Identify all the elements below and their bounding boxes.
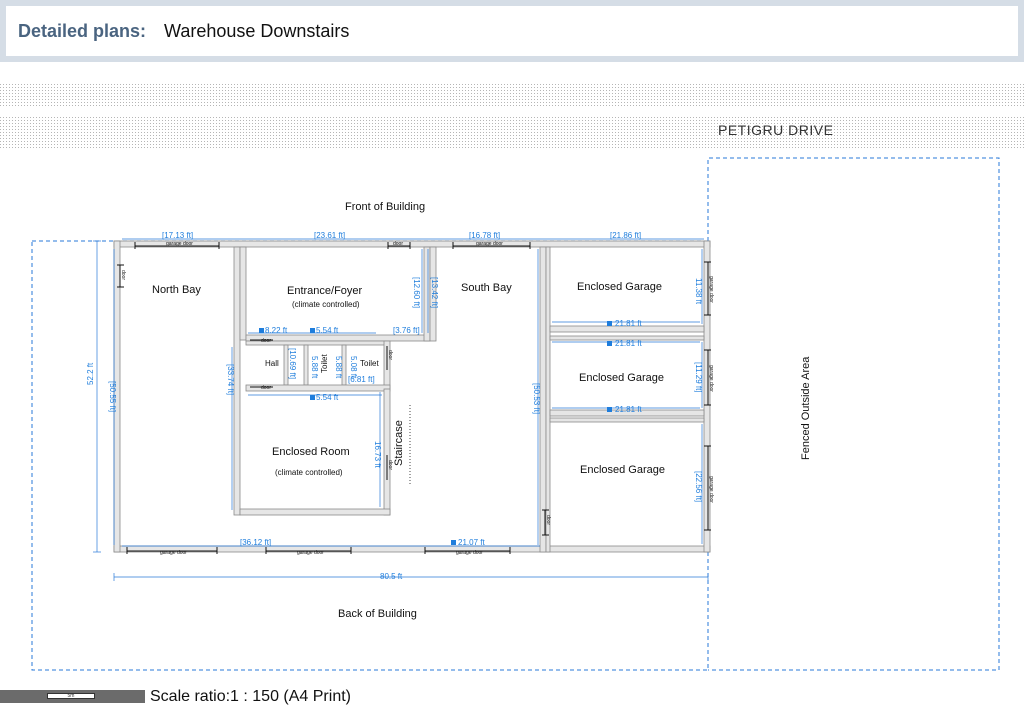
room-label-garage-3: Enclosed Garage xyxy=(580,464,665,476)
dimension-label: [36.12 ft] xyxy=(240,538,271,547)
street-name: PETIGRU DRIVE xyxy=(718,122,833,138)
front-label: Front of Building xyxy=(345,201,425,213)
door-label: door xyxy=(387,350,393,360)
dimension-label: [16.78 ft] xyxy=(469,231,500,240)
room-label-enclosed-room-sub: (climate controlled) xyxy=(275,468,343,477)
room-label-north-bay: North Bay xyxy=(152,284,201,296)
dimension-label: [22.56 ft] xyxy=(694,471,703,502)
room-label-staircase: Staircase xyxy=(393,420,405,466)
door-markers xyxy=(117,242,711,554)
dimension-label: [12.60 ft] xyxy=(412,277,421,308)
room-label-south-bay: South Bay xyxy=(461,282,512,294)
door-label: door xyxy=(261,338,271,344)
door-label: garage door xyxy=(166,241,193,247)
dimension-label: 5.88 ft xyxy=(334,356,343,379)
dimension-label: [10.69 ft] xyxy=(288,348,297,379)
dimension-label: 80.5 ft xyxy=(380,572,403,581)
dimension-label: 8.22 ft xyxy=(265,326,288,335)
page-title: Warehouse Downstairs xyxy=(164,21,350,41)
scale-ratio-text: Scale ratio:1 : 150 (A4 Print) xyxy=(150,688,351,705)
dimension-label: [33.74 ft] xyxy=(226,364,235,395)
walls xyxy=(113,240,711,553)
lock-icon xyxy=(607,321,612,326)
dimension-lines xyxy=(93,238,709,581)
door-label: door xyxy=(393,241,403,247)
dimension-label: 21.81 ft xyxy=(615,405,642,414)
door-label: door xyxy=(120,270,126,280)
room-label-enclosed-room: Enclosed Room xyxy=(272,446,350,458)
dimension-label: 5.54 ft xyxy=(316,326,339,335)
outside-area-label: Fenced Outside Area xyxy=(800,356,812,460)
door-label: garage door xyxy=(476,241,503,247)
lock-icon xyxy=(607,407,612,412)
door-label: door xyxy=(261,385,271,391)
dimension-label: 5.08 ft xyxy=(349,356,358,379)
room-label-toilet-2: Toilet xyxy=(360,359,379,368)
dimension-label: 21.81 ft xyxy=(615,319,642,328)
door-label: garage door xyxy=(708,276,714,303)
dimension-label: 5.88 ft xyxy=(310,356,319,379)
room-label-entrance: Entrance/Foyer xyxy=(287,285,363,297)
dimension-label: 21.81 ft xyxy=(615,339,642,348)
door-label: garage door xyxy=(708,476,714,503)
lock-icon xyxy=(607,341,612,346)
lock-icons xyxy=(259,321,612,545)
room-label-toilet-1: Toilet xyxy=(320,354,329,373)
dimension-label: 21.07 ft xyxy=(458,538,485,547)
door-label: garage door xyxy=(708,365,714,392)
dimension-label: [50.55 ft] xyxy=(108,381,117,412)
room-label-entrance-sub: (climate controlled) xyxy=(292,300,360,309)
header-label: Detailed plans: xyxy=(18,21,147,41)
dimension-label: 5.54 ft xyxy=(316,393,339,402)
header-box: Detailed plans: Warehouse Downstairs xyxy=(6,6,1018,56)
dimension-label: [3.76 ft] xyxy=(393,326,420,335)
dimension-label: 16.73 ft xyxy=(373,441,382,468)
scale-bar: 5m xyxy=(0,690,145,703)
back-label: Back of Building xyxy=(338,608,417,620)
door-label: garage door xyxy=(297,550,324,556)
room-label-hall: Hall xyxy=(265,359,279,368)
lock-icon xyxy=(259,328,264,333)
dimension-label: 52.2 ft xyxy=(86,362,95,385)
door-label: door xyxy=(545,515,551,525)
lock-icon xyxy=(310,395,315,400)
dimension-label: [6.81 ft] xyxy=(348,375,375,384)
header-bar: Detailed plans: Warehouse Downstairs xyxy=(0,0,1024,62)
door-label: garage door xyxy=(456,550,483,556)
lock-icon xyxy=(451,540,456,545)
dimension-label: [21.86 ft] xyxy=(610,231,641,240)
dimension-label: [23.61 ft] xyxy=(314,231,345,240)
door-label: door xyxy=(387,460,393,470)
dimension-label: [11.29 ft] xyxy=(694,362,703,393)
dimension-label: [50.53 ft] xyxy=(532,383,541,414)
room-label-garage-2: Enclosed Garage xyxy=(579,372,664,384)
lock-icon xyxy=(310,328,315,333)
dimension-label: 11.38 ft xyxy=(694,278,703,305)
scale-bar-unit: 5m xyxy=(47,693,95,699)
door-label: garage door xyxy=(160,550,187,556)
dimension-label: [13.42 ft] xyxy=(430,277,439,308)
dimension-label: [17.13 ft] xyxy=(162,231,193,240)
room-label-garage-1: Enclosed Garage xyxy=(577,281,662,293)
